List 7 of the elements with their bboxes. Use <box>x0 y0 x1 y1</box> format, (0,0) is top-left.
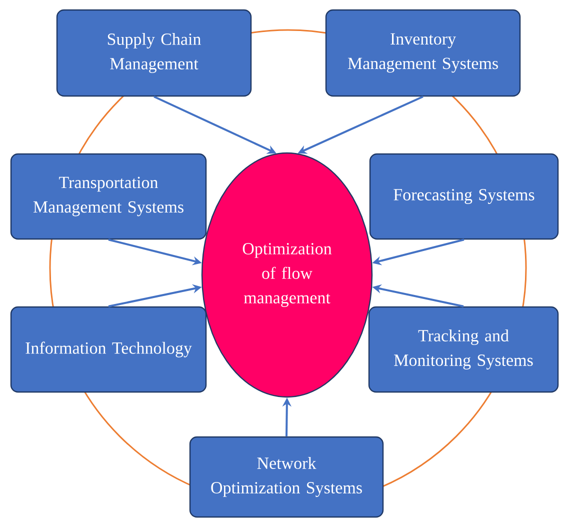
system-box: Tracking and Monitoring Systems <box>368 306 559 393</box>
system-box: Transportation Management Systems <box>10 153 207 240</box>
system-box: Supply Chain Management <box>56 9 252 97</box>
system-box: Forecasting Systems <box>369 153 559 240</box>
system-box: Inventory Management Systems <box>325 9 521 97</box>
system-box: Network Optimization Systems <box>189 436 384 518</box>
system-box: Information Technology <box>10 306 207 393</box>
